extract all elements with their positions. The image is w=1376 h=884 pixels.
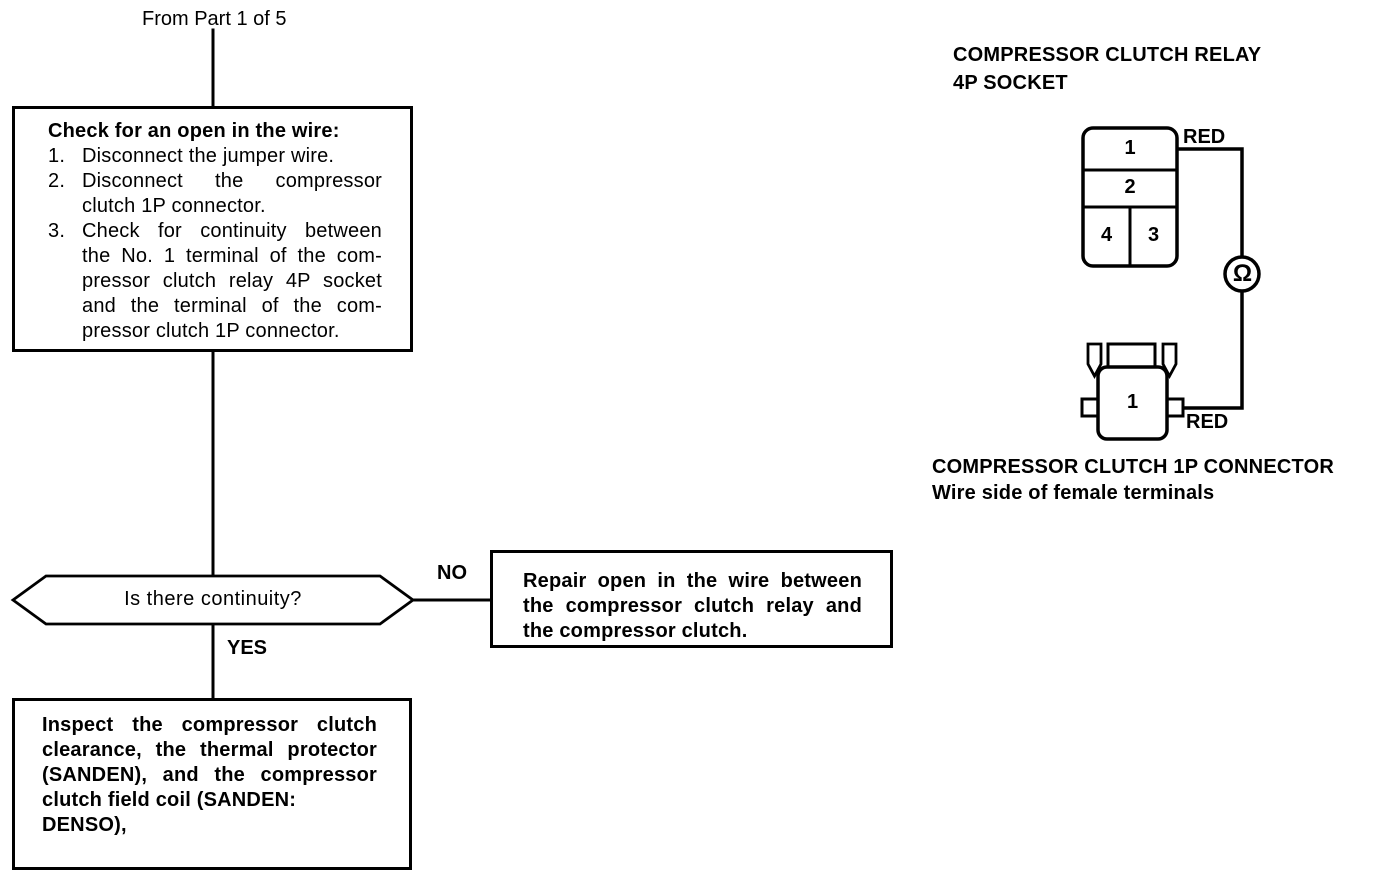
inspect-clutch-box: Inspect the compressor clutch clearance,… — [12, 698, 412, 870]
check-step-1: 1. Disconnect the jumper wire. — [48, 144, 382, 169]
decision-question: Is there continuity? — [124, 588, 302, 610]
repair-line: the compressor clutch. — [523, 620, 748, 642]
wire-color-label-bottom: RED — [1186, 411, 1229, 433]
yes-branch-label: YES — [227, 637, 268, 659]
relay-pin-1: 1 — [1124, 137, 1136, 159]
inspect-line: Inspect the compressor clutch — [42, 714, 377, 736]
step-number: 2. — [48, 170, 66, 192]
1p-connector-drawing — [1080, 342, 1185, 441]
step-line: and the terminal of the com- — [82, 295, 382, 317]
step-number: 3. — [48, 220, 66, 242]
step-line: Disconnect the jumper wire. — [82, 145, 335, 167]
connector-subtitle: Wire side of female terminals — [932, 482, 1215, 504]
check-wire-box: Check for an open in the wire: 1. Discon… — [12, 106, 413, 352]
relay-pin-3: 3 — [1147, 224, 1160, 246]
inspect-line: clutch field coil (SANDEN: — [42, 789, 297, 811]
check-step-2: 2. Disconnect the compressor clutch 1P c… — [48, 169, 382, 219]
step-line: pressor clutch 1P connector. — [82, 320, 340, 342]
inspect-line: DENSO), — [42, 814, 127, 836]
connector-left-prong — [1086, 342, 1103, 379]
step-line: Check for continuity between — [82, 220, 382, 242]
repair-line: the compressor clutch relay and — [523, 595, 862, 617]
from-part-label: From Part 1 of 5 — [142, 8, 287, 30]
relay-pin-2: 2 — [1124, 176, 1136, 198]
inspect-line: clearance, the thermal protector — [42, 739, 377, 761]
step-line: clutch 1P connector. — [82, 195, 266, 217]
inspect-line: (SANDEN), and the compressor — [42, 764, 377, 786]
connector-right-prong — [1161, 342, 1178, 379]
relay-title-line2: 4P SOCKET — [953, 72, 1068, 94]
relay-socket-title: COMPRESSOR CLUTCH RELAY 4P SOCKET — [953, 41, 1261, 97]
relay-title-line1: COMPRESSOR CLUTCH RELAY — [953, 44, 1262, 66]
relay-pin-4: 4 — [1100, 224, 1113, 246]
step-number: 1. — [48, 145, 66, 167]
connector-title: COMPRESSOR CLUTCH 1P CONNECTOR — [932, 456, 1334, 478]
relay-4p-socket-drawing — [1081, 126, 1179, 268]
step-line: pressor clutch relay 4P socket — [82, 270, 382, 292]
test-wire-top — [1177, 147, 1244, 257]
repair-wire-box: Repair open in the wire between the comp… — [490, 550, 893, 648]
test-wire-bottom — [1183, 291, 1244, 410]
repair-line: Repair open in the wire between — [523, 570, 862, 592]
decision-hexagon — [10, 574, 416, 626]
step-line: Disconnect the compressor — [82, 170, 382, 192]
check-box-title: Check for an open in the wire: — [48, 120, 340, 142]
step-line: the No. 1 terminal of the com- — [82, 245, 382, 267]
wire-color-label-top: RED — [1183, 126, 1226, 148]
check-step-3: 3. Check for continuity between the No. … — [48, 219, 382, 344]
connector-pin-1: 1 — [1126, 391, 1139, 413]
connector-body — [1096, 365, 1169, 441]
no-branch-label: NO — [437, 562, 467, 584]
ohmmeter-symbol: Ω — [1232, 260, 1253, 287]
